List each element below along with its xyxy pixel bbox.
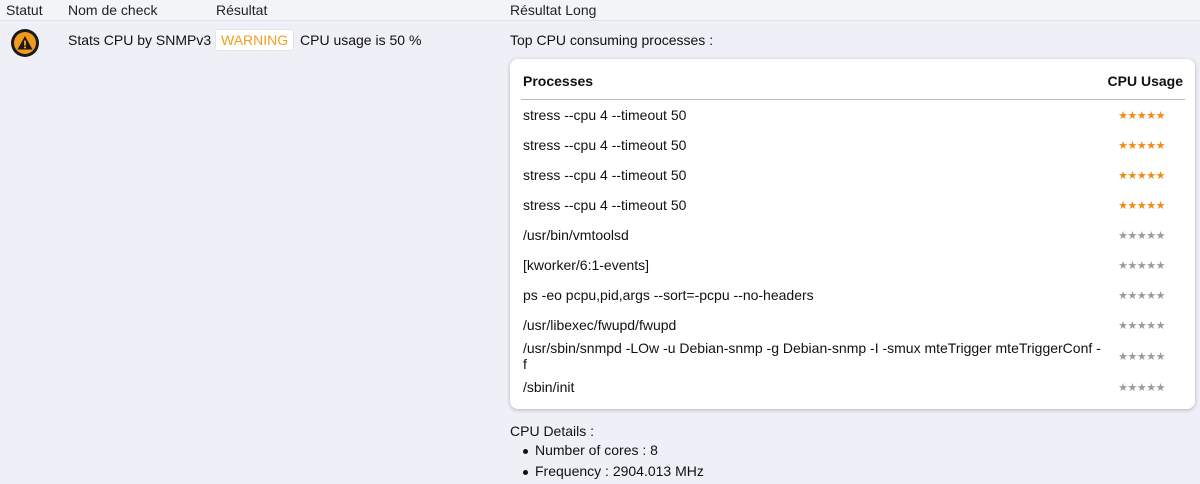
star-icon: ★ xyxy=(1118,381,1128,394)
star-icon: ★ xyxy=(1127,381,1138,394)
table-row: stress --cpu 4 --timeout 50★★★★★ xyxy=(521,130,1185,160)
cpu-usage-rating: ★★★★★ xyxy=(1106,190,1185,220)
star-icon: ★ xyxy=(1136,139,1147,152)
star-icon: ★ xyxy=(1127,319,1138,332)
cpu-usage-rating: ★★★★★ xyxy=(1106,372,1185,402)
star-icon: ★ xyxy=(1136,381,1147,394)
cpu-usage-rating: ★★★★★ xyxy=(1106,250,1185,280)
process-name: stress --cpu 4 --timeout 50 xyxy=(523,167,687,183)
star-icon: ★ xyxy=(1155,169,1166,182)
table-row: stress --cpu 4 --timeout 50★★★★★ xyxy=(521,190,1185,220)
star-icon: ★ xyxy=(1146,350,1156,363)
process-name: stress --cpu 4 --timeout 50 xyxy=(523,197,687,213)
cpu-details-title: CPU Details : xyxy=(510,423,595,439)
star-icon: ★ xyxy=(1155,229,1166,242)
star-icon: ★ xyxy=(1127,199,1138,212)
cpu-details-list: Number of cores : 8 Frequency : 2904.013… xyxy=(510,442,704,484)
table-row: /usr/bin/vmtoolsd★★★★★ xyxy=(521,220,1185,250)
star-icon: ★ xyxy=(1146,109,1156,122)
star-icon: ★ xyxy=(1118,289,1128,302)
cpu-usage-rating: ★★★★★ xyxy=(1106,340,1185,372)
cpu-usage-rating: ★★★★★ xyxy=(1106,100,1185,131)
star-icon: ★ xyxy=(1146,139,1156,152)
star-icon: ★ xyxy=(1155,199,1166,212)
star-icon: ★ xyxy=(1136,350,1147,363)
table-row: stress --cpu 4 --timeout 50★★★★★ xyxy=(521,160,1185,190)
column-long-result[interactable]: Résultat Long xyxy=(510,2,597,18)
star-icon: ★ xyxy=(1118,199,1128,212)
status-badge: WARNING xyxy=(215,29,295,51)
star-icon: ★ xyxy=(1146,381,1156,394)
table-row: /usr/sbin/snmpd -LOw -u Debian-snmp -g D… xyxy=(521,340,1185,372)
star-icon: ★ xyxy=(1127,350,1138,363)
cpu-usage-rating: ★★★★★ xyxy=(1106,130,1185,160)
long-result-title: Top CPU consuming processes : xyxy=(510,32,714,48)
star-icon: ★ xyxy=(1127,259,1138,272)
star-icon: ★ xyxy=(1136,169,1147,182)
star-icon: ★ xyxy=(1118,229,1128,242)
star-icon: ★ xyxy=(1118,259,1128,272)
process-name: /usr/libexec/fwupd/fwupd xyxy=(523,317,677,333)
processes-column-header: Processes xyxy=(521,73,1106,100)
star-icon: ★ xyxy=(1127,139,1138,152)
processes-card: Processes CPU Usage stress --cpu 4 --tim… xyxy=(510,59,1195,409)
star-icon: ★ xyxy=(1155,259,1166,272)
star-icon: ★ xyxy=(1127,229,1138,242)
star-icon: ★ xyxy=(1118,350,1128,363)
star-icon: ★ xyxy=(1146,229,1156,242)
process-name: stress --cpu 4 --timeout 50 xyxy=(523,137,687,153)
check-name[interactable]: Stats CPU by SNMPv3 xyxy=(68,32,212,48)
star-icon: ★ xyxy=(1136,319,1147,332)
star-icon: ★ xyxy=(1118,169,1128,182)
table-row: ps -eo pcpu,pid,args --sort=-pcpu --no-h… xyxy=(521,280,1185,310)
star-icon: ★ xyxy=(1155,350,1166,363)
star-icon: ★ xyxy=(1155,319,1166,332)
star-icon: ★ xyxy=(1118,139,1128,152)
star-icon: ★ xyxy=(1146,169,1156,182)
column-result[interactable]: Résultat xyxy=(216,2,268,18)
star-icon: ★ xyxy=(1155,289,1166,302)
warning-triangle-icon xyxy=(11,29,39,57)
process-name: stress --cpu 4 --timeout 50 xyxy=(523,107,687,123)
star-icon: ★ xyxy=(1155,381,1166,394)
star-icon: ★ xyxy=(1136,199,1147,212)
process-name: /usr/bin/vmtoolsd xyxy=(523,227,629,243)
star-icon: ★ xyxy=(1136,109,1147,122)
processes-table-body: stress --cpu 4 --timeout 50★★★★★stress -… xyxy=(521,100,1185,403)
cpu-usage-rating: ★★★★★ xyxy=(1106,280,1185,310)
column-status[interactable]: Statut xyxy=(6,2,43,18)
cpu-details-item: Number of cores : 8 xyxy=(510,442,704,463)
star-icon: ★ xyxy=(1136,229,1147,242)
process-name: [kworker/6:1-events] xyxy=(523,257,650,273)
cpu-usage-rating: ★★★★★ xyxy=(1106,160,1185,190)
star-icon: ★ xyxy=(1118,109,1128,122)
star-icon: ★ xyxy=(1146,199,1156,212)
star-icon: ★ xyxy=(1136,259,1147,272)
cpu-usage-rating: ★★★★★ xyxy=(1106,220,1185,250)
table-row: /sbin/init★★★★★ xyxy=(521,372,1185,402)
star-icon: ★ xyxy=(1118,319,1128,332)
star-icon: ★ xyxy=(1146,259,1156,272)
star-icon: ★ xyxy=(1146,289,1156,302)
table-row: /usr/libexec/fwupd/fwupd★★★★★ xyxy=(521,310,1185,340)
star-icon: ★ xyxy=(1127,169,1138,182)
process-name: /usr/sbin/snmpd -LOw -u Debian-snmp -g D… xyxy=(523,340,1101,372)
table-row: stress --cpu 4 --timeout 50★★★★★ xyxy=(521,100,1185,131)
cpu-details-item: Frequency : 2904.013 MHz xyxy=(510,463,704,484)
table-header: Statut Nom de check Résultat Résultat Lo… xyxy=(0,0,1200,21)
processes-table: Processes CPU Usage stress --cpu 4 --tim… xyxy=(521,73,1185,402)
star-icon: ★ xyxy=(1155,109,1166,122)
column-check-name[interactable]: Nom de check xyxy=(68,2,158,18)
process-name: /sbin/init xyxy=(523,379,575,395)
table-row: [kworker/6:1-events]★★★★★ xyxy=(521,250,1185,280)
star-icon: ★ xyxy=(1146,319,1156,332)
star-icon: ★ xyxy=(1127,109,1138,122)
process-name: ps -eo pcpu,pid,args --sort=-pcpu --no-h… xyxy=(523,287,814,303)
short-result: CPU usage is 50 % xyxy=(300,32,422,48)
star-icon: ★ xyxy=(1127,289,1138,302)
star-icon: ★ xyxy=(1136,289,1147,302)
star-icon: ★ xyxy=(1155,139,1166,152)
cpu-usage-column-header: CPU Usage xyxy=(1105,73,1185,100)
cpu-usage-rating: ★★★★★ xyxy=(1106,310,1185,340)
